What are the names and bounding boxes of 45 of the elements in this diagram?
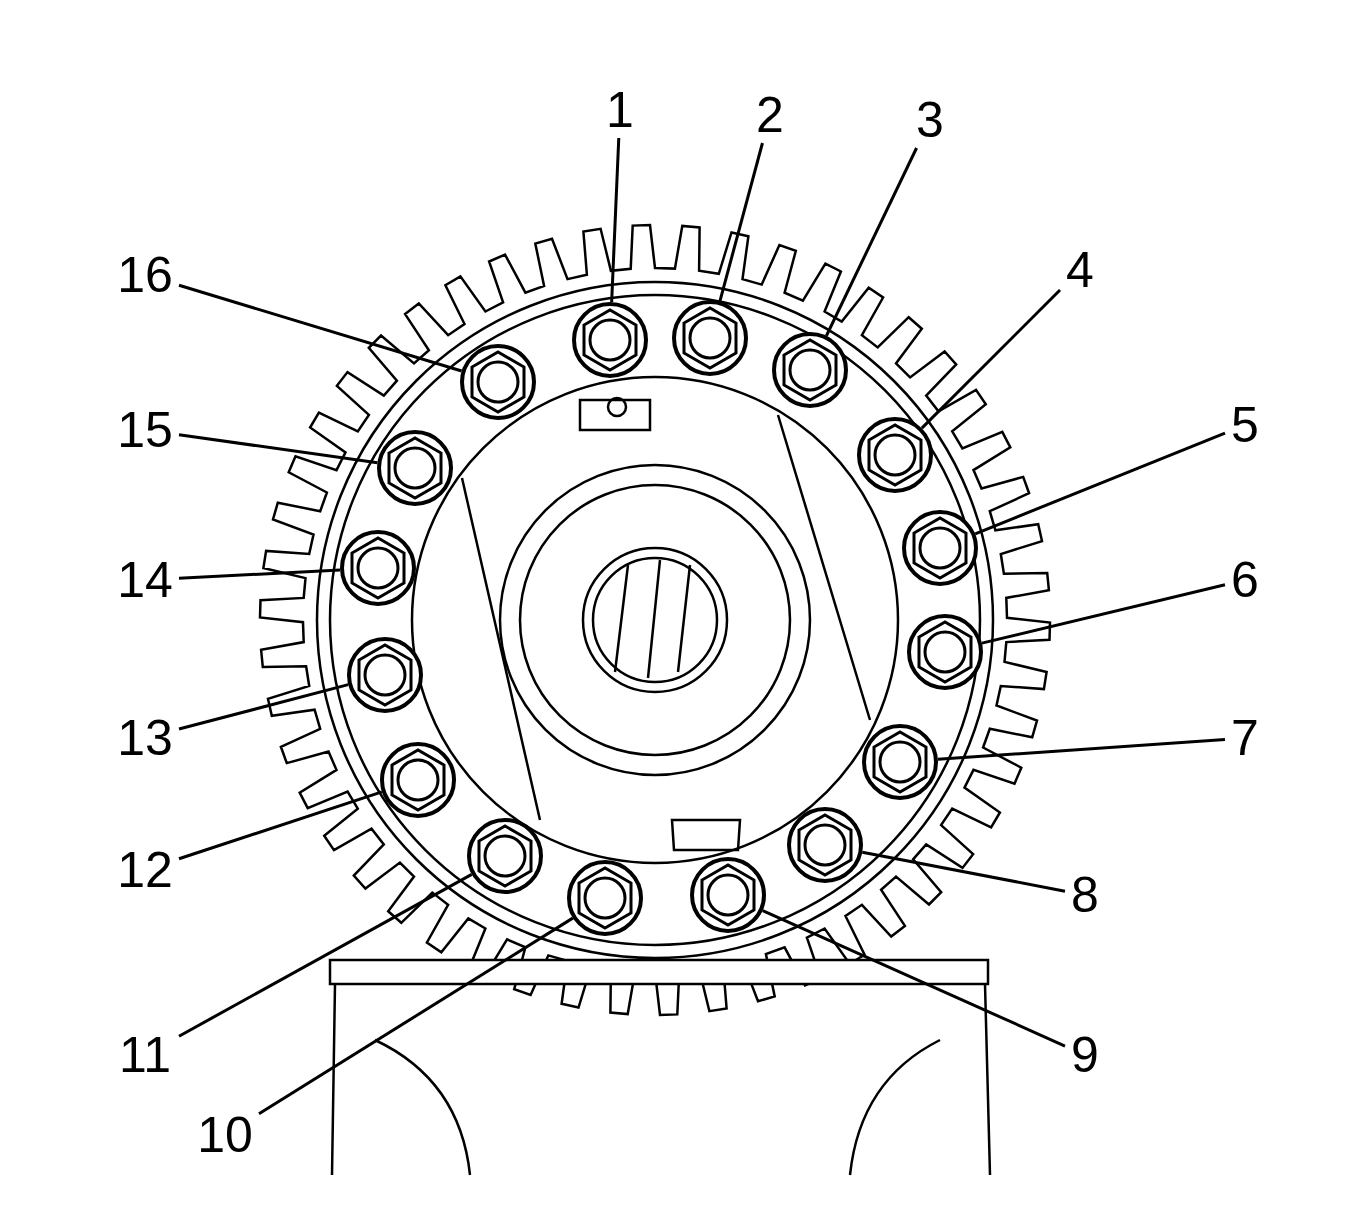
- callout-number: 6: [1231, 555, 1259, 605]
- callout-number: 3: [916, 95, 944, 145]
- callout-number: 9: [1071, 1030, 1099, 1080]
- bolt-head: [377, 430, 453, 506]
- leader-line: [762, 909, 1066, 1048]
- callout-number: 10: [197, 1110, 253, 1160]
- callout-number: 13: [117, 713, 173, 763]
- leader-line: [258, 916, 574, 1116]
- callout-number: 12: [117, 845, 173, 895]
- bolt-head: [567, 860, 643, 936]
- callout-number: 8: [1071, 870, 1099, 920]
- callout-number: 5: [1231, 400, 1259, 450]
- callout-number: 4: [1066, 245, 1094, 295]
- callout-number: 7: [1231, 713, 1259, 763]
- bolt-head: [572, 302, 648, 378]
- callout-number: 1: [606, 85, 634, 135]
- bolt-head: [380, 742, 456, 818]
- bolt-head: [857, 417, 933, 493]
- leader-line: [610, 137, 621, 303]
- callout-number: 14: [117, 555, 173, 605]
- bolt-head: [467, 818, 543, 894]
- bolt-head: [672, 300, 748, 376]
- bolt-head: [902, 510, 978, 586]
- leader-line: [178, 433, 378, 465]
- bolt-head: [862, 724, 938, 800]
- callout-number: 15: [117, 405, 173, 455]
- callout-number: 2: [756, 90, 784, 140]
- leader-line: [981, 583, 1226, 645]
- leader-line: [937, 737, 1226, 761]
- callout-number: 11: [119, 1030, 171, 1080]
- bolt-head: [690, 857, 766, 933]
- leader-line: [178, 790, 383, 861]
- bolt-head: [460, 344, 536, 420]
- bolt-head: [787, 807, 863, 883]
- leader-line: [178, 873, 473, 1038]
- bolt-head: [340, 530, 416, 606]
- leader-line: [862, 850, 1066, 893]
- bolt-head: [907, 614, 983, 690]
- bolt-head: [772, 332, 848, 408]
- leader-line: [920, 288, 1062, 430]
- leader-line: [718, 142, 764, 302]
- leader-line: [178, 283, 463, 373]
- leader-line: [178, 568, 341, 580]
- callout-number: 16: [117, 250, 173, 300]
- bolt-head: [347, 637, 423, 713]
